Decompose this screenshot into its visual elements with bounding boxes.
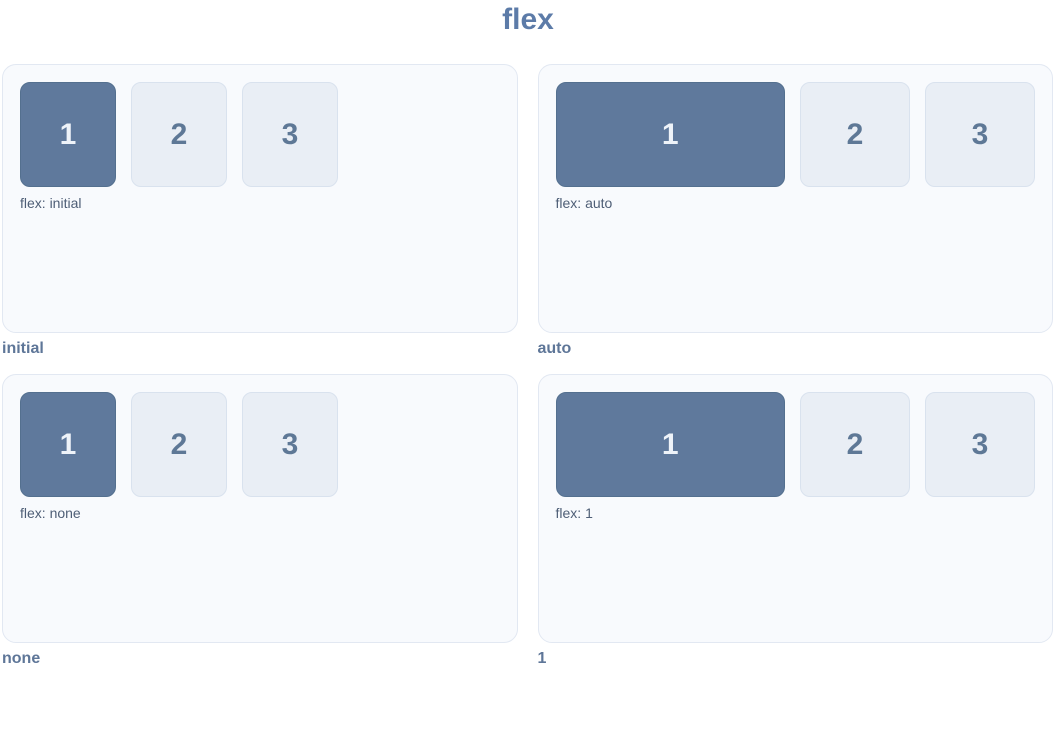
flex-item-2: 2 — [800, 82, 910, 187]
flex-value-caption: flex: none — [20, 505, 81, 521]
flex-item-2: 2 — [131, 392, 227, 497]
flex-item-1: 1 — [555, 392, 785, 497]
flex-item-3: 3 — [925, 82, 1035, 187]
flex-item-1: 1 — [555, 82, 785, 187]
flex-item-1: 1 — [20, 392, 116, 497]
flex-item-3: 3 — [925, 392, 1035, 497]
panel-label: initial — [2, 340, 44, 357]
panel-label: none — [2, 650, 41, 667]
page-title: flex — [502, 3, 554, 36]
panel-label: 1 — [537, 650, 547, 667]
flex-value-caption: flex: auto — [555, 195, 613, 211]
flex-item-2: 2 — [800, 392, 910, 497]
panel-label: auto — [537, 340, 572, 357]
flex-value-caption: flex: 1 — [555, 505, 593, 521]
flex-item-1: 1 — [20, 82, 116, 187]
flex-item-2: 2 — [131, 82, 227, 187]
flex-value-caption: flex: initial — [20, 195, 82, 211]
flex-item-3: 3 — [242, 82, 338, 187]
flex-item-3: 3 — [242, 392, 338, 497]
